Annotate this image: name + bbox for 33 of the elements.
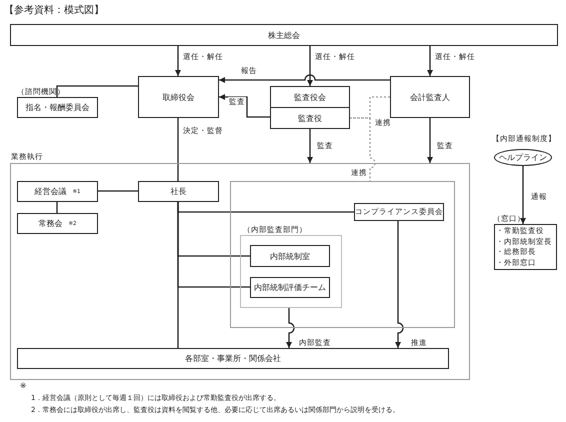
- arrow: [219, 74, 390, 83]
- page-title: 【参考資料：模式図】: [4, 4, 104, 17]
- dashed-connector: [350, 118, 376, 182]
- arrow: [520, 166, 526, 224]
- arrow: [427, 118, 433, 163]
- team-box: 内部統制評価チーム: [250, 277, 330, 298]
- connector-line: [177, 118, 179, 181]
- auditor-board-box: 監査役会: [270, 86, 350, 108]
- arrow: [307, 129, 313, 163]
- arrow: [286, 308, 295, 348]
- president-box: 社長: [138, 181, 219, 202]
- committee-box: 指名・報酬委員会: [17, 97, 98, 118]
- arrow: [427, 46, 433, 76]
- arrow: [219, 94, 270, 118]
- meeting-box: [17, 181, 98, 202]
- arrow: [175, 46, 181, 76]
- box-label: 常務会: [38, 218, 62, 229]
- arrow: [395, 221, 404, 348]
- helpline-ellipse: ヘルプライン: [494, 149, 552, 166]
- connector-line: [98, 190, 138, 192]
- group-frame: [230, 181, 455, 328]
- connector-line: [177, 202, 179, 348]
- assembly-box: 株主総会: [10, 24, 558, 46]
- connector-line: [56, 85, 138, 97]
- arrow: [307, 46, 313, 86]
- accounting-auditor-box: 会計監査人: [390, 76, 470, 118]
- meeting-box: [17, 213, 98, 234]
- office-box: 内部統制室: [250, 245, 330, 267]
- box-label: 経営会議: [34, 186, 66, 197]
- connector-line: [56, 202, 58, 213]
- auditor-box: 監査役: [270, 107, 350, 129]
- board-box: 取締役会: [138, 76, 219, 118]
- departments-box: 各部室・事業所・関係会社: [17, 348, 449, 369]
